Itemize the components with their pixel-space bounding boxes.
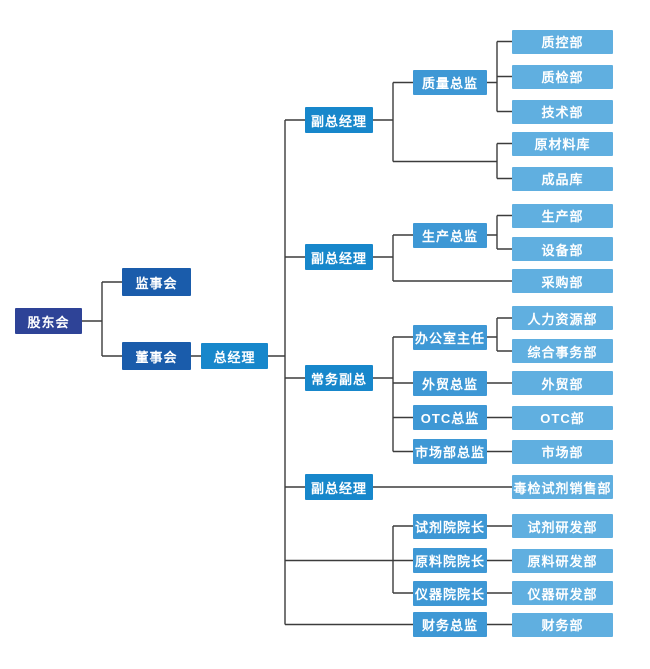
node-production-director: 生产总监 — [413, 222, 487, 248]
node-purchasing-dept: 采购部 — [512, 269, 613, 293]
node-equipment-dept: 设备部 — [512, 237, 613, 261]
node-shareholders: 股东会 — [15, 308, 82, 334]
node-office-director: 办公室主任 — [413, 324, 487, 350]
node-marketing-director: 市场部总监 — [413, 439, 487, 464]
node-otc-dept: OTC部 — [512, 405, 613, 430]
node-drug-test-reagent-sales-dept: 毒检试剂销售部 — [512, 475, 613, 499]
node-finance-dept: 财务部 — [512, 612, 613, 637]
node-deputy-gm-3: 副总经理 — [305, 474, 373, 500]
node-finance-director: 财务总监 — [413, 612, 487, 637]
node-quality-director: 质量总监 — [413, 70, 487, 95]
node-general-affairs-dept: 综合事务部 — [512, 339, 613, 363]
node-deputy-gm-2: 副总经理 — [305, 244, 373, 270]
node-raw-material-warehouse: 原材料库 — [512, 131, 613, 156]
node-deputy-gm-1: 副总经理 — [305, 107, 373, 133]
node-quality-inspection-dept: 质检部 — [512, 64, 613, 89]
node-board-of-directors: 董事会 — [122, 342, 191, 370]
node-supervisory-board: 监事会 — [122, 268, 191, 296]
node-otc-director: OTC总监 — [413, 405, 487, 430]
node-foreign-trade-dept: 外贸部 — [512, 371, 613, 395]
node-executive-deputy-gm: 常务副总 — [305, 365, 373, 391]
node-production-dept: 生产部 — [512, 203, 613, 228]
node-qc-dept: 质控部 — [512, 29, 613, 54]
node-finished-goods-warehouse: 成品库 — [512, 166, 613, 191]
node-hr-dept: 人力资源部 — [512, 306, 613, 330]
node-material-institute-dean: 原料院院长 — [413, 548, 487, 573]
node-material-rd-dept: 原料研发部 — [512, 548, 613, 573]
node-general-manager: 总经理 — [201, 343, 268, 369]
node-reagent-institute-dean: 试剂院院长 — [413, 513, 487, 539]
node-reagent-rd-dept: 试剂研发部 — [512, 514, 613, 538]
node-foreign-trade-director: 外贸总监 — [413, 370, 487, 396]
node-marketing-dept: 市场部 — [512, 439, 613, 464]
node-technology-dept: 技术部 — [512, 99, 613, 124]
node-instrument-rd-dept: 仪器研发部 — [512, 581, 613, 605]
node-instrument-institute-dean: 仪器院院长 — [413, 580, 487, 606]
